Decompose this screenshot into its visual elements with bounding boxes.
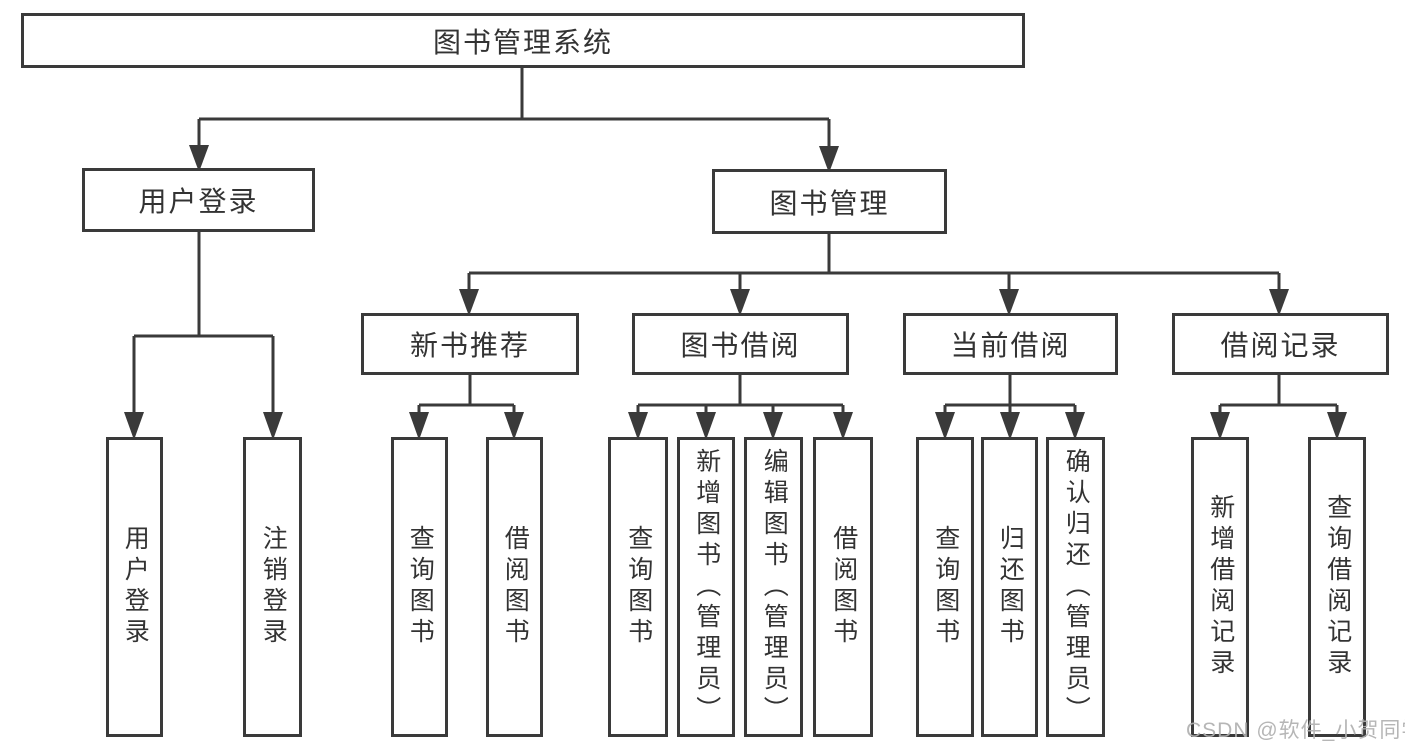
node-borrow-record: 借阅记录	[1172, 313, 1389, 375]
leaf-cb-query-book-label: 查询图书	[931, 525, 960, 649]
leaf-bb-query-book-label: 查询图书	[624, 525, 653, 649]
node-book-management-label: 图书管理	[769, 187, 890, 219]
csdn-watermark: CSDN @软件_小贺同学	[1186, 719, 1405, 742]
leaf-cb-return-book-label: 归还图书	[996, 525, 1025, 649]
node-current-borrow: 当前借阅	[903, 313, 1118, 375]
node-current-borrow-label: 当前借阅	[950, 330, 1071, 361]
leaf-br-query-record: 查询借阅记录	[1308, 437, 1366, 737]
leaf-bb-edit-book-label: 编辑图书（管理员）	[760, 447, 789, 727]
leaf-bb-add-book-label: 新增图书（管理员）	[692, 447, 721, 727]
leaf-nb-borrow-book-label: 借阅图书	[501, 525, 530, 649]
leaf-cb-return-book: 归还图书	[981, 437, 1038, 737]
node-borrow-record-label: 借阅记录	[1220, 330, 1341, 361]
node-new-book-recommend: 新书推荐	[361, 313, 579, 375]
leaf-user-login-label: 用户登录	[121, 525, 150, 649]
node-book-management: 图书管理	[712, 169, 947, 234]
leaf-bb-borrow-book: 借阅图书	[813, 437, 873, 737]
leaf-logout: 注销登录	[243, 437, 302, 737]
leaf-bb-add-book: 新增图书（管理员）	[677, 437, 735, 737]
leaf-bb-edit-book: 编辑图书（管理员）	[744, 437, 803, 737]
node-root-label: 图书管理系统	[432, 26, 613, 58]
leaf-nb-query-book-label: 查询图书	[406, 525, 435, 649]
node-root: 图书管理系统	[21, 13, 1025, 68]
leaf-cb-query-book: 查询图书	[916, 437, 974, 737]
leaf-nb-borrow-book: 借阅图书	[486, 437, 543, 737]
leaf-user-login: 用户登录	[106, 437, 163, 737]
leaf-br-add-record-label: 新增借阅记录	[1206, 494, 1235, 680]
leaf-nb-query-book: 查询图书	[391, 437, 448, 737]
leaf-br-query-record-label: 查询借阅记录	[1323, 494, 1352, 680]
leaf-br-add-record: 新增借阅记录	[1191, 437, 1249, 737]
node-book-borrow-label: 图书借阅	[680, 330, 801, 361]
node-user-login: 用户登录	[82, 168, 315, 232]
node-book-borrow: 图书借阅	[632, 313, 849, 375]
leaf-cb-confirm-return-label: 确认归还（管理员）	[1062, 447, 1091, 727]
leaf-cb-confirm-return: 确认归还（管理员）	[1046, 437, 1105, 737]
leaf-logout-label: 注销登录	[259, 525, 288, 649]
leaf-bb-query-book: 查询图书	[608, 437, 668, 737]
leaf-bb-borrow-book-label: 借阅图书	[829, 525, 858, 649]
node-new-book-recommend-label: 新书推荐	[409, 330, 530, 361]
node-user-login-label: 用户登录	[138, 186, 259, 217]
